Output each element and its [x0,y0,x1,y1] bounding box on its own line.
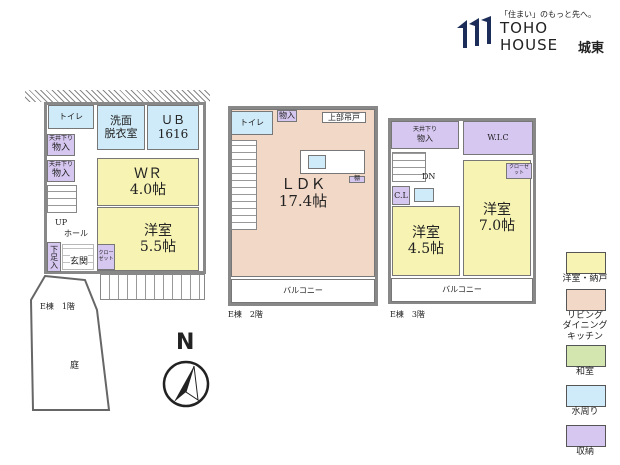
size: 4.5帖 [407,241,445,257]
floor2-jobu: 上部吊戸 [322,112,366,123]
legend-item: リビング ダイニング キッチン [555,289,615,342]
floor3-caption: E棟 3階 [390,310,425,319]
label: 物入 [51,169,70,180]
floor1-ub: ＵＢ 1616 [147,105,199,150]
floor2-tana: 棚 [349,175,365,183]
washbasin [414,188,434,202]
boundary-wall [25,90,210,102]
label: クローゼット [508,164,529,176]
floor2-toilet: トイレ [231,111,273,135]
floor1-monoire-2: 天井下り物入 [47,160,75,182]
floor1-genkan: 玄関 [70,254,89,267]
floor2-monoire: 物入 [277,110,297,122]
label: 天井下り [48,135,73,143]
label: 天井下り [412,125,437,133]
floor3-dn: DN [422,172,436,181]
size: 17.4帖 [278,192,328,210]
label: クローゼット [98,250,114,262]
size: 7.0帖 [478,218,516,234]
legend-swatch [566,289,606,311]
floor1-gesoku: 下足入 [47,242,61,272]
floor2-balcony: バルコニー [231,279,375,303]
garden-label: 庭 [70,361,80,371]
floor1-closet: クローゼット [97,244,115,270]
legend-label: リビング ダイニング キッチン [562,311,608,342]
legend-label: 和室 [575,367,594,377]
label: 洋室 [483,201,511,218]
legend-label: 収納 [575,447,594,457]
floor3-closet: クローゼット [506,163,532,179]
label: 洋室 [144,222,172,239]
label: バルコニー [442,285,482,295]
label: トイレ [240,118,264,128]
floor1-caption: E棟 1階 [40,302,75,311]
label: 上部吊戸 [328,112,360,122]
label: ＬＤＫ [280,174,326,193]
kitchen-counter [300,150,365,174]
floor3-monoire: 天井下り物入 [391,121,459,149]
brand-tagline: 「住まい」のもっと先へ。 [500,10,596,19]
legend-item: 水周り [555,385,615,417]
legend-swatch [566,345,606,367]
floor2-caption: E棟 2階 [228,310,263,319]
brand-logo: 「住まい」のもっと先へ。 TOHO HOUSE 城東 [455,8,615,56]
label: トイレ [59,112,83,122]
label: 棚 [353,175,360,183]
compass-arrow-icon [162,360,210,408]
floor3-balcony: バルコニー [391,278,533,302]
label: 洗面 脱衣室 [104,113,138,140]
label: 洋室 [412,224,440,241]
legend-item: 和室 [555,345,615,377]
floor1-toilet: トイレ [48,105,94,129]
floor1-up: UP [55,218,68,227]
label: バルコニー [283,286,323,296]
label: C.L [394,190,408,200]
logo-mark-icon [457,16,491,48]
label: 物入 [417,133,433,143]
label: 天井下り [48,161,73,169]
sink [308,155,326,169]
garden-outline [29,274,111,411]
brand-name-1: TOHO [500,19,549,37]
label: ＵＢ 1616 [157,112,189,141]
label: ＷＲ [134,165,162,182]
label: W.I.C [487,133,509,143]
size: 4.0帖 [129,182,167,198]
legend-swatch [566,425,606,447]
brand-branch: 城東 [578,41,605,56]
label: 物入 [51,143,70,154]
floor3-stairs [392,152,426,182]
floor1-monoire-1: 天井下り物入 [47,134,75,156]
floor1-senmen: 洗面 脱衣室 [97,105,145,150]
legend-swatch [566,252,606,274]
floor1-stairs [47,185,77,213]
brand-name-2: HOUSE [500,36,559,54]
north-label: N [176,330,195,355]
legend-item: 収納 [555,425,615,457]
label: 下足入 [49,245,59,269]
size: 5.5帖 [139,239,177,255]
legend-label: 洋室・納戸 [562,274,608,284]
legend-swatch [566,385,606,407]
label: 物入 [279,111,295,121]
north-compass: N [160,330,212,410]
floor2-stairs [231,140,257,230]
floor3-wic: W.I.C [463,121,533,155]
legend-item: 洋室・納戸 [555,252,615,284]
outdoor-steps [100,274,205,300]
floor3-cl: C.L [392,186,410,205]
legend-label: 水周り [571,407,599,417]
floor1-hall: ホール [64,229,88,238]
